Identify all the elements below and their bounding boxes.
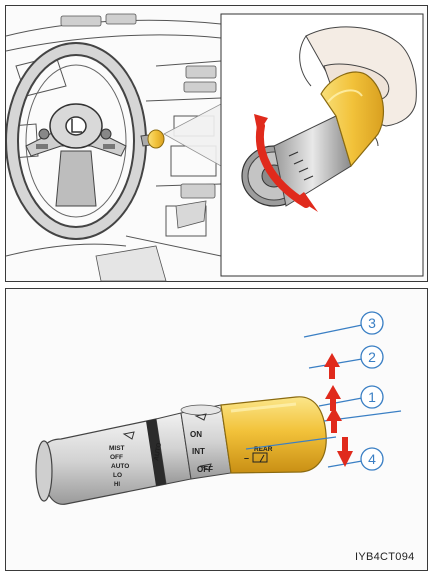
top-illustration [6,6,429,283]
label-off: OFF [110,454,123,461]
wiper-lever [36,397,326,505]
figure-code: IYB4CT094 [355,551,415,563]
callout-2-label: 2 [368,349,376,365]
steering-wheel [12,49,140,233]
label-mist: MIST [109,445,125,452]
bottom-panel: MIST OFF AUTO LO HI AUTO ON INT OFF – RE… [5,288,428,571]
top-panel [5,5,428,282]
callout-1-label: 1 [368,389,376,405]
label-auto: AUTO [111,463,129,470]
callout-1: 1 [361,386,383,408]
up-arrow-icon [324,353,342,433]
callout-4: 4 [361,448,383,470]
callout-3-label: 3 [368,315,376,331]
callout-3: 3 [361,312,383,334]
label-lo: LO [113,472,122,479]
label-rear-on: ON [190,430,202,439]
callout-4-label: 4 [368,451,376,467]
label-hi: HI [114,482,120,488]
label-rear-off: OFF [197,465,213,474]
bottom-illustration: MIST OFF AUTO LO HI AUTO ON INT OFF – RE… [6,289,429,572]
callout-2: 2 [361,346,383,368]
label-minus: – [244,453,249,463]
label-rear-int: INT [192,447,205,456]
zoom-cone [164,104,221,166]
